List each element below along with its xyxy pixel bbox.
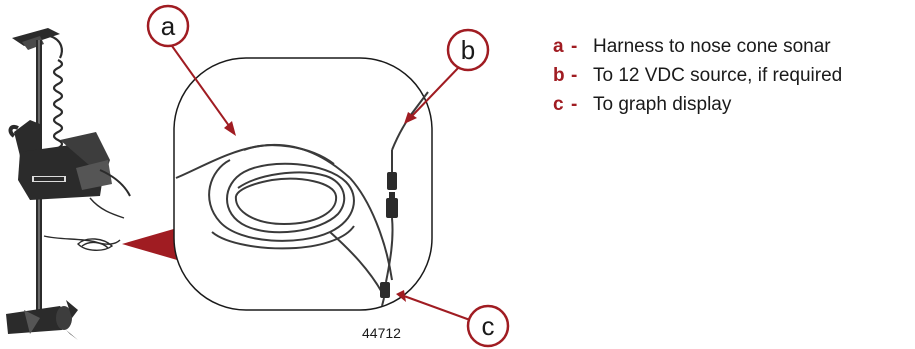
detail-frame [173, 57, 433, 311]
callout-c-letter: c [482, 311, 495, 341]
legend-letter-a: a [553, 36, 564, 57]
figure-number: 44712 [362, 325, 401, 341]
callout-c: c [396, 290, 510, 348]
callout-b: b [404, 28, 490, 124]
legend: a - Harness to nose cone sonar b - To 12… [553, 36, 842, 123]
legend-row-b: b - To 12 VDC source, if required [553, 65, 842, 94]
legend-text-c: To graph display [593, 94, 732, 115]
detail-pointer-wedge [122, 226, 184, 262]
legend-row-c: c - To graph display [553, 94, 842, 123]
callout-a-letter: a [161, 11, 176, 41]
legend-dash: - [571, 65, 578, 86]
legend-text-a: Harness to nose cone sonar [593, 36, 831, 57]
legend-letter-c: c [553, 94, 564, 115]
legend-text-b: To 12 VDC source, if required [593, 65, 843, 86]
legend-dash: - [571, 94, 578, 115]
legend-letter-b: b [553, 65, 565, 86]
legend-dash: - [571, 36, 578, 57]
cable-connectors [380, 172, 398, 298]
trolling-motor-illustration [6, 28, 131, 340]
legend-row-a: a - Harness to nose cone sonar [553, 36, 842, 65]
cable-harness [175, 91, 429, 297]
callout-b-letter: b [461, 35, 475, 65]
callout-a: a [146, 4, 236, 136]
